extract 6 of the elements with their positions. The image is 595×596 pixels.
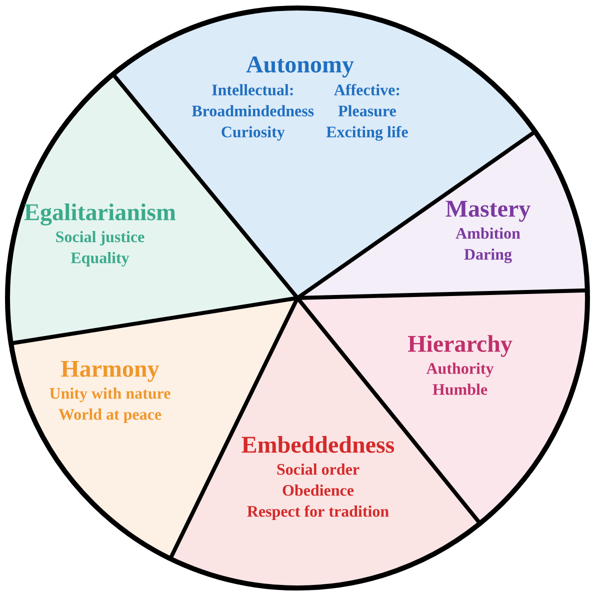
value-label: Embeddedness Social order Obedience Respect for tradition	[242, 436, 394, 520]
value-label: Harmony Unity with nature World at peace	[50, 360, 170, 424]
value-label: Egalitarianism Social justice Equality	[24, 203, 176, 267]
value-label: Hierarchy Authority Humble	[408, 335, 512, 395]
value-label: Mastery Ambition Daring	[446, 200, 530, 264]
value-label: Autonomy Intellectual: Broadmindedness Curiosity Affective: Pleasure Exciting life	[192, 56, 408, 141]
